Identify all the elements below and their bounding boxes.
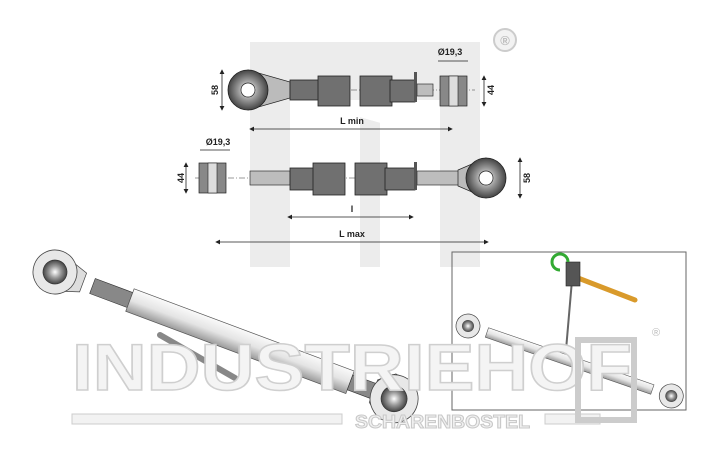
dimension-58: 58 bbox=[522, 173, 532, 183]
dimension-l-min: L min bbox=[340, 116, 364, 126]
technical-drawing-bottom: 44 58 Ø19,3 l L max bbox=[176, 137, 532, 245]
hammer-handle bbox=[575, 275, 638, 303]
hammer-icon bbox=[565, 261, 581, 287]
registered-mark-icon bbox=[493, 28, 517, 52]
dimension-44: 44 bbox=[486, 85, 496, 95]
watermark-registered-mark: ® bbox=[652, 327, 660, 339]
top-link-3d bbox=[32, 249, 419, 424]
rotate-arrow-icon bbox=[550, 252, 570, 272]
watermark-brand: INDUSTRIEHOF bbox=[72, 330, 632, 404]
drift-pin bbox=[565, 279, 573, 351]
dimension-l-max: L max bbox=[339, 229, 365, 239]
technical-drawing-top: 58 44 Ø19,3 L min bbox=[210, 47, 496, 132]
inset-hammer-illustration bbox=[451, 251, 687, 411]
background-logo: ® bbox=[250, 28, 517, 267]
dimension-body-length: l bbox=[351, 204, 354, 214]
dimension-diameter: Ø19,3 bbox=[206, 137, 231, 147]
locking-pin bbox=[157, 332, 238, 381]
dimension-44: 44 bbox=[176, 173, 186, 183]
logo-registered-mark: ® bbox=[500, 33, 510, 48]
watermark-location: SCHARENBOSTEL bbox=[355, 412, 530, 432]
brand-watermark: INDUSTRIEHOF SCHARENBOSTEL ® bbox=[71, 327, 660, 433]
dimension-58: 58 bbox=[210, 85, 220, 95]
dimension-diameter: Ø19,3 bbox=[438, 47, 463, 57]
